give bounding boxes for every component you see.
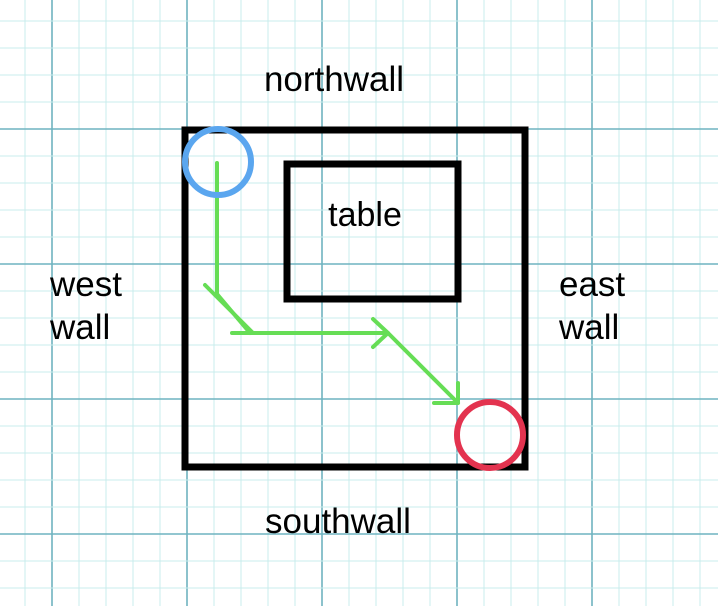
movement-path bbox=[203, 161, 460, 405]
path-segment-diagonal bbox=[386, 331, 460, 405]
table-label: table bbox=[328, 196, 402, 234]
end-marker bbox=[454, 399, 526, 471]
west-wall-label-line1: west bbox=[49, 265, 122, 304]
east-wall-label-line1: east bbox=[559, 265, 625, 304]
arrow-head-down bbox=[203, 283, 254, 334]
start-marker bbox=[182, 126, 254, 198]
table bbox=[283, 160, 462, 303]
north-wall-label: northwall bbox=[264, 60, 404, 99]
room-walls bbox=[181, 126, 529, 471]
east-wall-label-line2: wall bbox=[558, 308, 619, 347]
arrow-head-diagonal bbox=[432, 381, 460, 405]
south-wall-label: southwall bbox=[265, 502, 411, 541]
west-wall-label-line2: wall bbox=[49, 308, 110, 347]
